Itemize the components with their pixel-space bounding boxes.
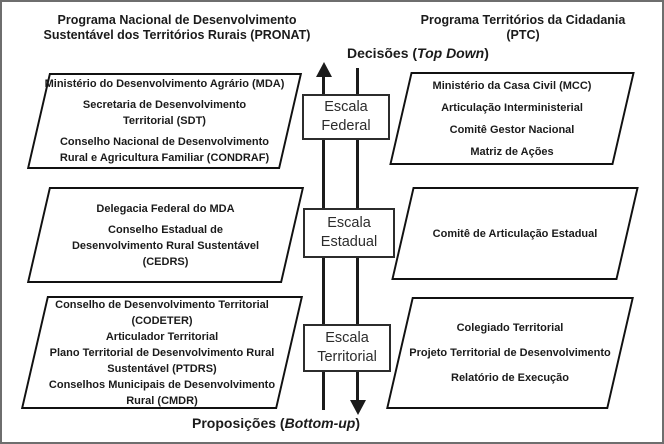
org-item: Comitê de Articulação Estadual	[432, 227, 598, 240]
org-item: Ministério da Casa Civil (MCC)	[432, 79, 592, 92]
ptc-estadual-items: Comitê de Articulação Estadual	[404, 189, 626, 278]
pronat-estadual-level: Delegacia Federal do MDA Conselho Estadua…	[26, 187, 305, 283]
pronat-federal-level: Ministério do Desenvolvimento Agrário (M…	[26, 73, 303, 169]
propositions-label-italic: Bottom-up	[284, 415, 356, 431]
org-item: Conselho de Desenvolvimento Territorial …	[55, 298, 269, 327]
org-item: Conselho Nacional de Desenvolvimento Rur…	[59, 136, 270, 164]
ptc-title: Programa Territórios da Cidadania (PTC)	[420, 13, 626, 42]
scale-estadual-box: Escala Estadual	[303, 208, 395, 258]
ptc-federal-level: Ministério da Casa Civil (MCC) Articulaçã…	[389, 72, 635, 165]
pronat-federal-items: Ministério do Desenvolvimento Agrário (M…	[40, 75, 289, 167]
down-arrowhead-icon	[349, 400, 366, 415]
ptc-federal-items: Ministério da Casa Civil (MCC) Articulaçã…	[402, 74, 622, 163]
up-arrowhead-icon	[315, 62, 332, 77]
org-item: Matriz de Ações	[470, 145, 554, 158]
org-item: Conselhos Municipais de Desenvolvimento …	[48, 378, 276, 407]
org-item: Articulador Territorial	[105, 330, 219, 343]
propositions-bottom-up-label: Proposições (Bottom-up)	[192, 415, 360, 431]
org-item: Plano Territorial de Desenvolvimento Rur…	[49, 346, 275, 375]
org-item: Conselho Estadual de Desenvolvimento Rur…	[71, 223, 260, 268]
pronat-territorial-level: Conselho de Desenvolvimento Territorial …	[20, 296, 304, 409]
pronat-title: Programa Nacional de Desenvolvimento Sus…	[43, 13, 311, 42]
propositions-label-prefix: Proposições (	[192, 415, 285, 431]
org-item: Ministério do Desenvolvimento Agrário (M…	[44, 78, 285, 90]
pronat-estadual-items: Delegacia Federal do MDA Conselho Estadua…	[40, 189, 291, 281]
scale-territorial-box: Escala Territorial	[303, 324, 391, 372]
org-item: Secretaria de Desenvolvimento Territoria…	[82, 99, 247, 127]
decisions-label-suffix: )	[484, 45, 489, 61]
scale-federal-box: Escala Federal	[302, 94, 390, 140]
org-item: Relatório de Execução	[451, 372, 569, 384]
ptc-estadual-level: Comitê de Articulação Estadual	[391, 187, 639, 280]
decisions-label-italic: Top Down	[417, 45, 485, 61]
org-item: Colegiado Territorial	[456, 322, 564, 334]
org-item: Projeto Territorial de Desenvolvimento	[409, 347, 611, 359]
propositions-label-suffix: )	[355, 415, 361, 431]
decisions-top-down-label: Decisões (Top Down)	[347, 45, 489, 61]
org-item: Delegacia Federal do MDA	[96, 202, 235, 215]
decisions-label-prefix: Decisões (	[347, 45, 418, 61]
org-item: Comitê Gestor Nacional	[449, 123, 575, 136]
pronat-territorial-items: Conselho de Desenvolvimento Territorial …	[36, 298, 288, 407]
org-item: Articulação Interministerial	[441, 101, 583, 114]
